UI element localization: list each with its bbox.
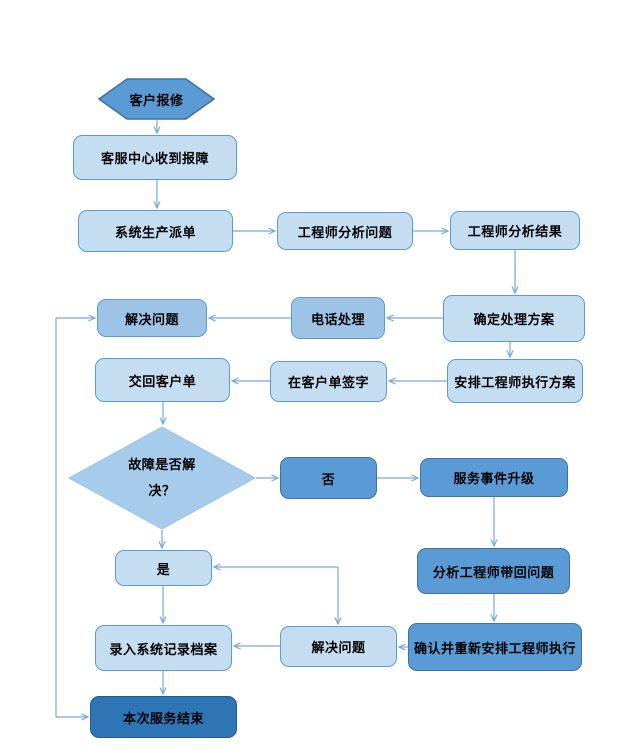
node-phone-handling: 电话处理 [291,297,385,339]
node-no: 否 [280,457,377,499]
node-engineer-analyze-problem: 工程师分析问题 [277,212,413,250]
node-label: 服务事件升级 [453,471,535,486]
node-confirm-solution-plan: 确定处理方案 [443,295,585,342]
node-engineer-analysis-result: 工程师分析结果 [450,211,580,250]
node-record-archive: 录入系统记录档案 [95,625,232,671]
node-service-center-receives: 客服中心收到报障 [73,135,237,180]
node-service-event-escalation: 服务事件升级 [420,458,568,497]
node-label: 确认并重新安排工程师执行 [413,640,576,656]
diamond-shape-icon [68,426,256,530]
node-label: 客户报修 [129,92,184,108]
node-return-customer-order: 交回客户单 [95,358,230,402]
node-system-dispatch: 系统生产派单 [78,210,233,252]
node-label: 在客户单签字 [287,375,369,390]
node-confirm-rearrange-engineer: 确认并重新安排工程师执行 [408,623,582,671]
node-label: 确定处理方案 [473,312,555,327]
decision-label-line2: 决？ [148,483,176,498]
node-label: 安排工程师执行方案 [454,374,576,390]
node-sign-customer-order: 在客户单签字 [270,361,387,402]
node-label: 故障是否解 决？ [128,452,196,504]
node-assign-engineer-execute: 安排工程师执行方案 [447,359,583,403]
node-label: 客服中心收到报障 [100,151,209,166]
node-label: 否 [321,471,336,487]
node-analyze-brought-back-problem: 分析工程师带回问题 [417,548,570,594]
node-label: 电话处理 [310,311,365,327]
node-label: 是 [156,561,171,577]
node-label: 解决问题 [311,640,366,655]
node-label: 工程师分析问题 [297,224,393,240]
node-decision-fault-resolved: 故障是否解 决？ [68,426,256,530]
node-label: 录入系统记录档案 [109,641,218,657]
node-label: 系统生产派单 [114,224,196,240]
node-label: 本次服务结束 [122,710,204,726]
node-service-end: 本次服务结束 [90,696,237,738]
node-label: 解决问题 [124,311,179,327]
node-solve-problem-bottom: 解决问题 [280,626,397,667]
decision-label-line1: 故障是否解 [128,457,196,472]
node-yes: 是 [115,550,212,586]
node-solve-problem-top: 解决问题 [97,299,207,337]
hexagon-shape-icon [98,78,215,120]
node-customer-report: 客户报修 [98,78,215,120]
node-label: 工程师分析结果 [467,224,563,239]
node-label: 交回客户单 [128,373,197,389]
node-label: 分析工程师带回问题 [432,564,555,580]
